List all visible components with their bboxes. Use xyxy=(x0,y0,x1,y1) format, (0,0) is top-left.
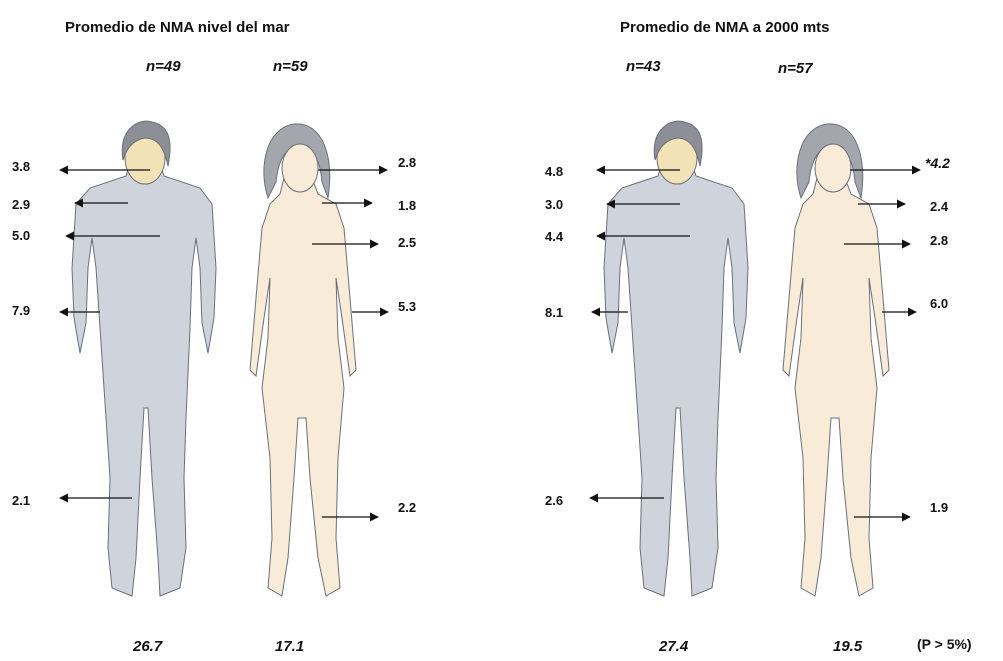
significance-note: (P > 5%) xyxy=(917,636,972,652)
panel-2-female-total: 19.5 xyxy=(833,638,862,655)
panel-1-male-neck-value: 2.9 xyxy=(12,197,30,212)
panel-2-female-n: n=57 xyxy=(778,60,813,77)
female-silhouette xyxy=(250,124,356,596)
panel-2-male-arm-value: 8.1 xyxy=(545,305,563,320)
panel-1-male-total: 26.7 xyxy=(133,638,162,655)
panel-2-male-total: 27.4 xyxy=(659,638,688,655)
panel-2-male-n: n=43 xyxy=(626,58,661,75)
panel-2-male-leg-value: 2.6 xyxy=(545,493,563,508)
panel-2-title: Promedio de NMA a 2000 mts xyxy=(620,19,830,36)
panel-1-female-head-value: 2.8 xyxy=(398,155,416,170)
panel-2-female-neck-value: 2.4 xyxy=(930,199,948,214)
panel-1-female-figure xyxy=(232,118,372,608)
panel-1-female-total: 17.1 xyxy=(275,638,304,655)
male-body-shape xyxy=(604,163,748,596)
male-silhouette xyxy=(72,121,216,596)
panel-2-male-neck-value: 3.0 xyxy=(545,197,563,212)
panel-2-male-head-value: 4.8 xyxy=(545,164,563,179)
female-body-shape xyxy=(783,178,889,596)
panel-2-female-arm-value: 6.0 xyxy=(930,296,948,311)
panel-1-male-chest-value: 5.0 xyxy=(12,228,30,243)
panel-2-female-chest-value: 2.8 xyxy=(930,233,948,248)
female-face xyxy=(815,144,851,192)
panel-1-title: Promedio de NMA nivel del mar xyxy=(65,19,290,36)
panel-2-female-figure xyxy=(765,118,905,608)
panel-1-female-leg-value: 2.2 xyxy=(398,500,416,515)
panel-1-male-head-value: 3.8 xyxy=(12,159,30,174)
panel-1-male-arm-value: 7.9 xyxy=(12,303,30,318)
panel-1-female-n: n=59 xyxy=(273,58,308,75)
panel-1-male-n: n=49 xyxy=(146,58,181,75)
panel-2-male-figure xyxy=(592,118,762,608)
panel-2-female-head-value: *4.2 xyxy=(925,155,950,171)
panel-1-female-chest-value: 2.5 xyxy=(398,235,416,250)
panel-2-male-chest-value: 4.4 xyxy=(545,229,563,244)
panel-2-female-leg-value: 1.9 xyxy=(930,500,948,515)
male-silhouette xyxy=(604,121,748,596)
panel-1-male-figure xyxy=(60,118,230,608)
panel-1-female-neck-value: 1.8 xyxy=(398,198,416,213)
panel-1-female-arm-value: 5.3 xyxy=(398,299,416,314)
female-silhouette xyxy=(783,124,889,596)
panel-1-male-leg-value: 2.1 xyxy=(12,493,30,508)
female-face xyxy=(282,144,318,192)
male-body-shape xyxy=(72,163,216,596)
female-body-shape xyxy=(250,178,356,596)
